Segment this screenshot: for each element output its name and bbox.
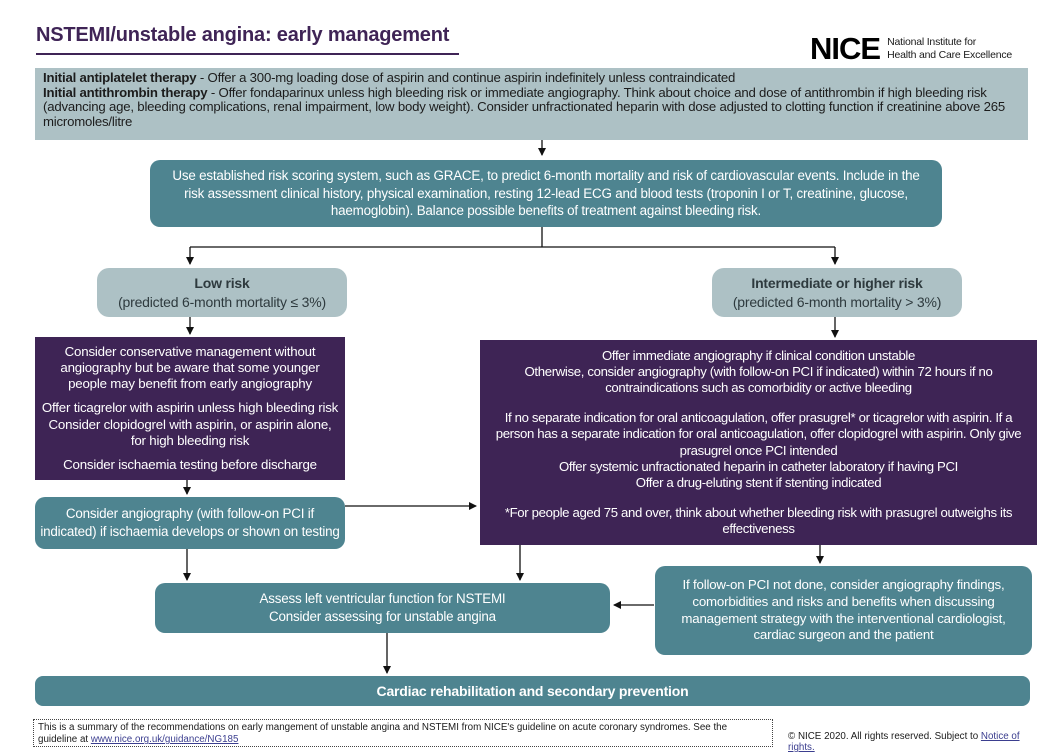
initial-therapy-box: Initial antiplatelet therapy - Offer a 3… [35,68,1028,140]
risk-assessment-box: Use established risk scoring system, suc… [150,160,942,227]
assess-line2: Consider assessing for unstable angina [269,609,496,624]
low-risk-management-para2-line2: Consider clopidogrel with aspirin, or as… [48,416,332,448]
low-risk-management-para2-line1: Offer ticagrelor with aspirin unless hig… [41,400,339,416]
pci-not-done-text: If follow-on PCI not done, consider angi… [681,577,1006,643]
initial-antithrombin-text: - Offer fondaparinux unless high bleedin… [43,84,1006,129]
initial-antithrombin-label: Initial antithrombin therapy [43,84,208,100]
consider-angiography-box: Consider angiography (with follow-on PCI… [35,497,345,549]
intermediate-risk-title: Intermediate or higher risk [751,275,923,292]
low-risk-management-para1: Consider conservative management without… [60,344,320,392]
notice-of-rights-link[interactable]: Notice of rights. [788,731,1020,753]
initial-antiplatelet-label: Initial antiplatelet therapy [43,70,197,85]
low-risk-management-para3: Consider ischaemia testing before discha… [63,456,317,472]
nice-logo-brand: NICE [810,31,881,66]
nice-logo: NICE National Institute for Health and C… [810,33,1012,64]
footer-copyright-text: © NICE 2020. All rights reserved. Subjec… [788,731,981,742]
nice-logo-tagline: National Institute for Health and Care E… [887,36,1012,61]
higher-risk-para2-line2: Offer systemic unfractionated heparin in… [558,458,958,474]
higher-risk-para1-line1: Offer immediate angiography if clinical … [602,348,915,363]
low-risk-title: Low risk [194,275,250,292]
assess-line1: Assess left ventricular function for NST… [259,590,506,606]
nice-logo-tagline-line2: Health and Care Excellence [887,48,1013,61]
footer-summary-text: This is a summary of the recommendations… [38,722,728,746]
footer-copyright: © NICE 2020. All rights reserved. Subjec… [788,731,1040,753]
assess-lv-function-box: Assess left ventricular function for NST… [155,583,610,633]
higher-risk-para3: *For people aged 75 and over, think abou… [504,504,1013,536]
higher-risk-para2-line3: Offer a drug-eluting stent if stenting i… [635,474,882,490]
risk-assessment-text: Use established risk scoring system, suc… [172,168,920,219]
page-title: NSTEMI/unstable angina: early management [36,24,460,55]
pci-not-done-box: If follow-on PCI not done, consider angi… [655,566,1032,655]
consider-angiography-text: Consider angiography (with follow-on PCI… [40,505,340,539]
intermediate-risk-subtitle: (predicted 6-month mortality > 3%) [732,293,942,310]
higher-risk-management-box: Offer immediate angiography if clinical … [480,340,1037,545]
initial-antiplatelet-text: - Offer a 300-mg loading dose of aspirin… [196,70,736,85]
higher-risk-para1-line2: Otherwise, consider angiography (with fo… [524,364,993,396]
higher-risk-para2-line1: If no separate indication for oral antic… [495,410,1022,458]
low-risk-management-box: Consider conservative management without… [35,337,345,480]
low-risk-subtitle: (predicted 6-month mortality ≤ 3%) [118,293,326,310]
intermediate-risk-box: Intermediate or higher risk (predicted 6… [712,268,962,317]
cardiac-rehab-text: Cardiac rehabilitation and secondary pre… [376,683,689,699]
cardiac-rehab-bar: Cardiac rehabilitation and secondary pre… [35,676,1030,706]
footer-summary-box: This is a summary of the recommendations… [33,719,773,747]
guideline-link[interactable]: www.nice.org.uk/guidance/NG185 [90,734,239,746]
nice-logo-tagline-line1: National Institute for [887,35,977,48]
low-risk-box: Low risk (predicted 6-month mortality ≤ … [97,268,347,317]
